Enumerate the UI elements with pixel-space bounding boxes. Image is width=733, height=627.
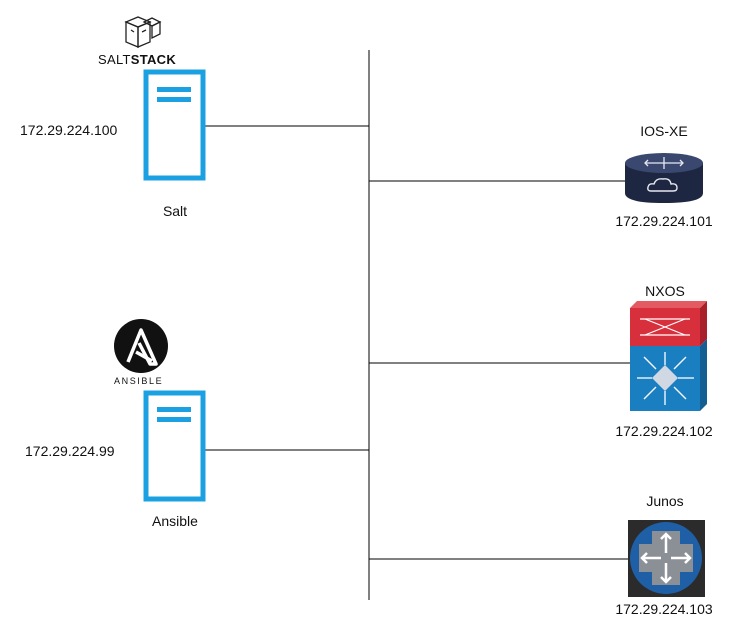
saltstack-logo-icon — [124, 16, 162, 48]
ios-xe-name-label: IOS-XE — [640, 123, 688, 139]
nxos-name-label: NXOS — [645, 283, 685, 299]
connection-lines — [205, 50, 630, 600]
juniper-router-icon — [628, 520, 705, 597]
saltstack-logo-light: SALT — [98, 52, 131, 67]
nexus-switch-icon — [630, 301, 707, 411]
junos-ip-label: 172.29.224.103 — [615, 601, 713, 617]
saltstack-logo-bold: STACK — [130, 52, 177, 67]
ansible-server-icon — [143, 390, 206, 502]
nxos-ip-label: 172.29.224.102 — [615, 423, 713, 439]
salt-server-icon — [143, 69, 206, 181]
salt-ip-label: 172.29.224.100 — [20, 122, 118, 138]
ios-xe-ip-label: 172.29.224.101 — [615, 213, 713, 229]
ansible-logo-text: ANSIBLE — [114, 376, 164, 386]
ansible-ip-label: 172.29.224.99 — [25, 443, 115, 459]
saltstack-logo-text: SALTSTACK — [98, 52, 176, 67]
ansible-name-label: Ansible — [152, 513, 198, 529]
ansible-logo-icon — [114, 319, 168, 373]
cloud-router-icon — [625, 153, 703, 203]
salt-name-label: Salt — [162, 203, 188, 219]
junos-name-label: Junos — [646, 493, 684, 509]
